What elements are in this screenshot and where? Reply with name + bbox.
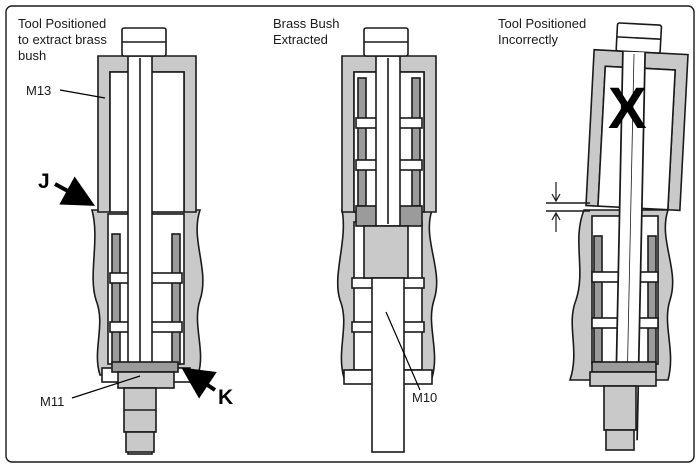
right-bush-wall-l — [593, 235, 603, 363]
label-k: K — [218, 386, 233, 409]
right-bottom-end — [605, 429, 635, 451]
middle-bush-wall-r — [411, 77, 421, 207]
left-bush-wall-l — [111, 233, 121, 365]
right-bush-wall-r — [647, 235, 657, 363]
right-plate — [591, 361, 657, 373]
leader-m11 — [71, 375, 141, 399]
right-bottom-nut — [603, 385, 637, 431]
incorrect-x-mark: X — [608, 76, 647, 141]
label-m11: M11 — [40, 394, 64, 409]
left-bottom-end — [125, 431, 155, 453]
m11-plate — [111, 361, 179, 373]
arrow-k — [181, 367, 217, 399]
right-bottom-collar — [589, 371, 657, 387]
caption-right-line-1: Tool Positioned — [498, 16, 586, 31]
figure-border — [5, 5, 695, 463]
leader-m13 — [59, 89, 106, 99]
m10-bar — [371, 277, 405, 453]
caption-left-line-3: bush — [18, 48, 46, 63]
caption-left-line-1: Tool Positioned — [18, 16, 106, 31]
left-bush-wall-r — [171, 233, 181, 365]
middle-assembly — [336, 27, 438, 453]
label-m10: M10 — [412, 390, 437, 405]
caption-middle-line-2: Extracted — [273, 32, 328, 47]
caption-middle-line-1: Brass Bush — [273, 16, 339, 31]
arrow-j — [54, 176, 96, 206]
caption-left-line-2: to extract brass — [18, 32, 107, 47]
right-assembly — [546, 22, 689, 451]
leader-m10 — [385, 311, 421, 391]
middle-bush-wall-l — [357, 77, 367, 207]
label-m13: M13 — [26, 83, 51, 98]
caption-right-line-2: Incorrectly — [498, 32, 558, 47]
gap-arrow-up — [551, 211, 561, 232]
middle-collar — [363, 225, 409, 279]
left-assembly — [90, 27, 204, 455]
gap-arrow-down — [551, 182, 561, 203]
label-j: J — [38, 170, 50, 193]
